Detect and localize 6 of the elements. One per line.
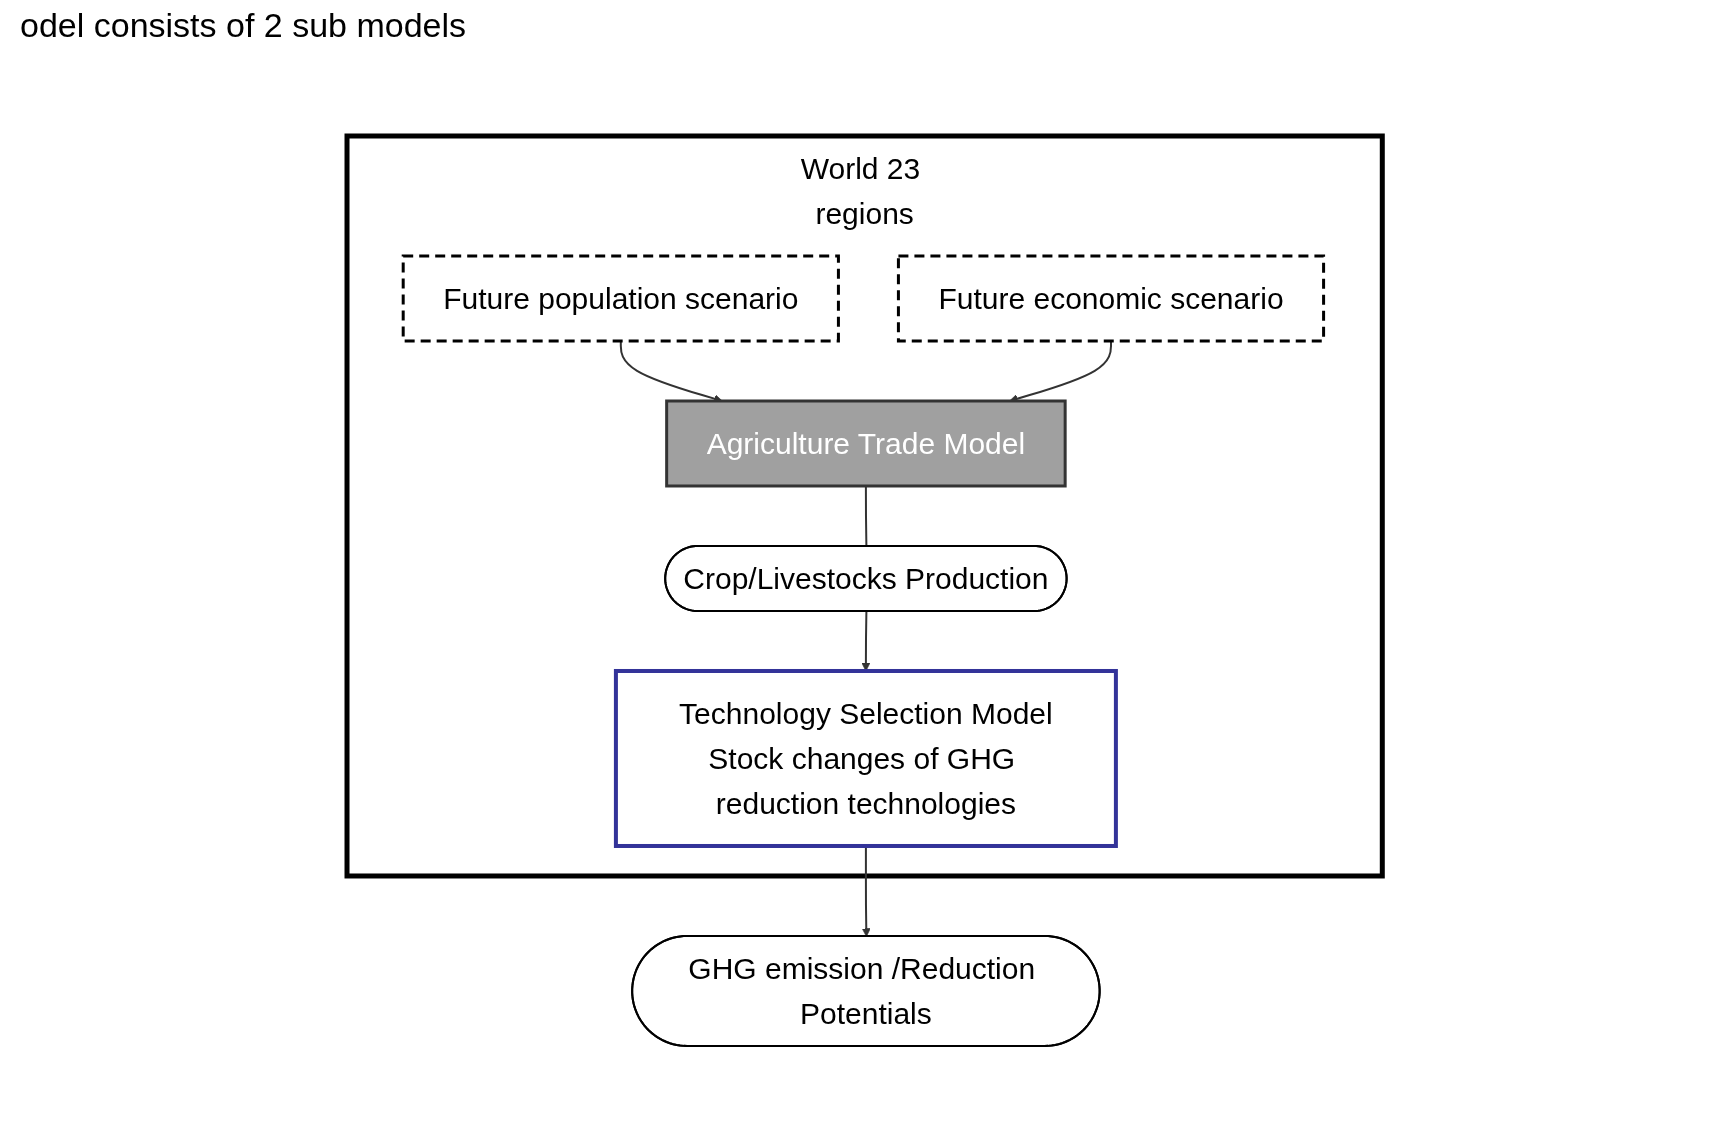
node-box: Technology Selection Model Stock changes of GHG reduction technologies	[613, 668, 1118, 848]
title: odel consists of 2 sub models	[19, 5, 468, 44]
node-box: Future population scenario	[401, 254, 840, 342]
node-box: Future economic scenario	[896, 254, 1325, 342]
arrow	[861, 610, 871, 671]
node-box: Agriculture Trade Model	[665, 399, 1067, 487]
